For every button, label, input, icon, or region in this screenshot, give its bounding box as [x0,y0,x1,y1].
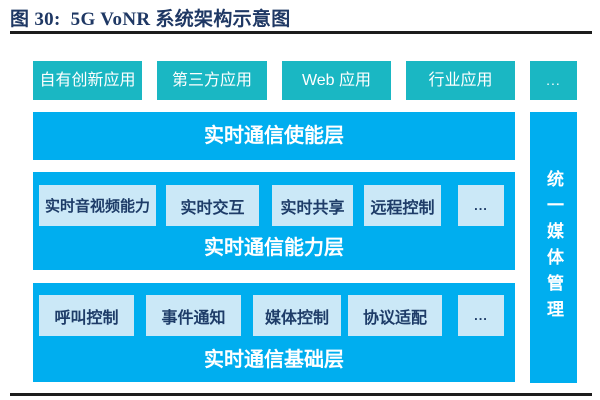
base-layer-container: 呼叫控制 事件通知 媒体控制 协议适配 ... 实时通信基础层 [33,283,515,382]
base-box-call-control: 呼叫控制 [39,295,134,336]
capability-box-audio-video: 实时音视频能力 [39,185,156,226]
base-box-event-notify: 事件通知 [146,295,241,336]
unified-media-management-bar: 统一媒体管理 [530,112,577,383]
app-box-own-innovation: 自有创新应用 [33,61,142,100]
app-box-industry: 行业应用 [406,61,515,100]
base-box-media-control: 媒体控制 [253,295,341,336]
enable-layer-bar: 实时通信使能层 [33,112,515,160]
capability-layer-label: 实时通信能力层 [204,237,344,259]
capability-box-sharing: 实时共享 [272,185,353,226]
capability-box-remote-control: 远程控制 [364,185,441,226]
base-box-ellipsis: ... [458,295,504,336]
base-box-protocol-adapt: 协议适配 [348,295,442,336]
capability-box-interaction: 实时交互 [166,185,259,226]
capability-layer-container: 实时音视频能力 实时交互 实时共享 远程控制 ... 实时通信能力层 [33,172,515,270]
app-box-web: Web 应用 [282,61,391,100]
capability-box-ellipsis: ... [458,185,504,226]
app-box-ellipsis: ... [530,61,577,100]
base-layer-label: 实时通信基础层 [204,349,344,371]
app-box-third-party: 第三方应用 [157,61,267,100]
title-underline [10,31,592,34]
figure-bottom-rule [10,393,592,396]
figure-title: 图 30: 5G VoNR 系统架构示意图 [10,9,291,30]
